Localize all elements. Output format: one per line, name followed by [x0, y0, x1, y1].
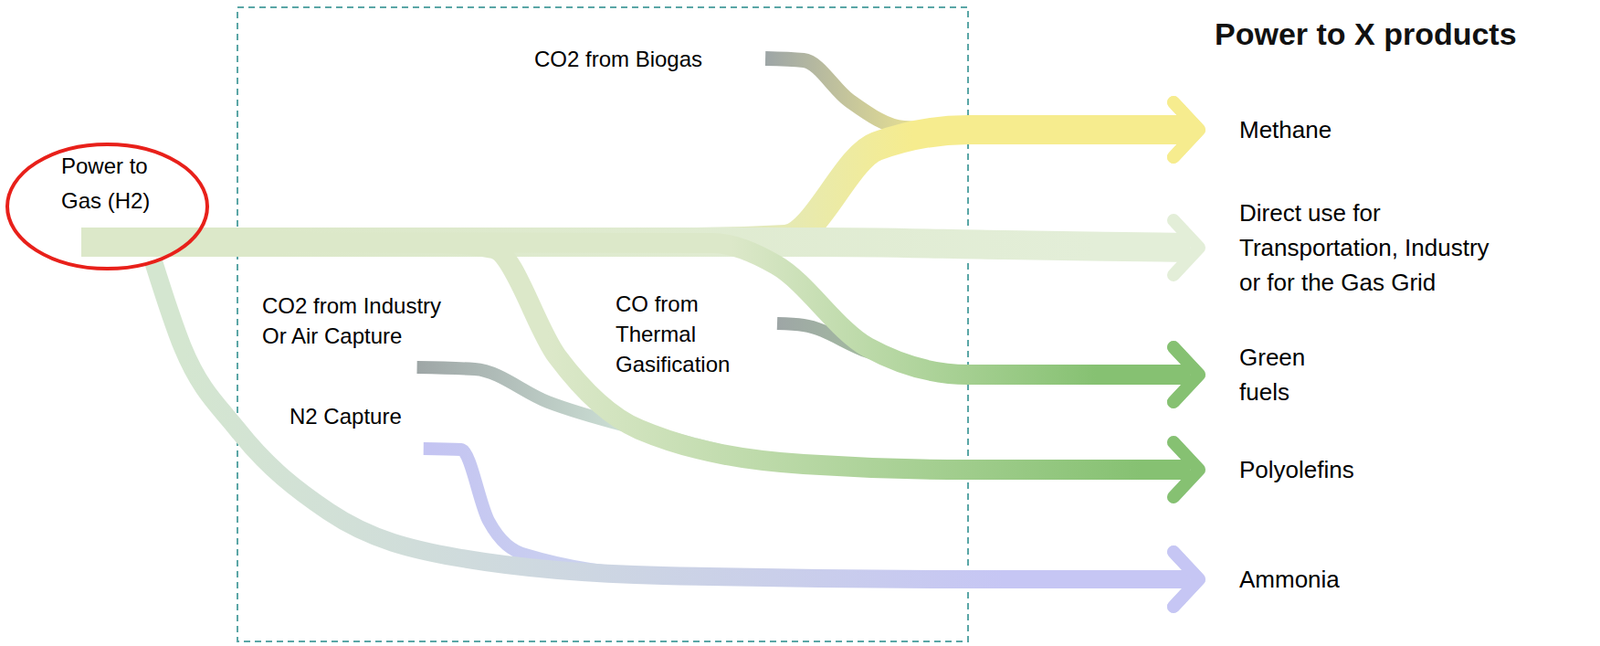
flow-band	[153, 261, 1200, 607]
circle-outline-ellipse	[7, 144, 208, 269]
product-label: Polyolefins	[1239, 452, 1355, 487]
flow-band	[189, 102, 1200, 243]
node-text: Green fuels	[1239, 339, 1331, 410]
flow-band	[189, 242, 1200, 402]
node-text: N2 Capture	[289, 400, 402, 432]
node-text: CO from Thermal Gasification	[615, 288, 744, 379]
node-text: Polyolefins	[1239, 452, 1355, 487]
input-label: CO from Thermal Gasification	[615, 288, 744, 379]
input-label: CO2 from Industry Or Air Capture	[262, 290, 456, 351]
arrow-head	[1173, 102, 1200, 158]
product-label: Ammonia	[1239, 561, 1340, 597]
arrow-head	[1173, 347, 1200, 402]
node-text: CO2 from Biogas	[534, 43, 703, 74]
product-label: Direct use for Transportation, Industry …	[1239, 195, 1505, 300]
product-label: Methane	[1239, 112, 1332, 148]
arrow-head	[1173, 551, 1200, 607]
node-text: Power to Gas (H2)	[61, 148, 176, 219]
diagram-title: Power to X products	[1214, 16, 1517, 53]
arrow-head	[1173, 220, 1200, 275]
node-text: Ammonia	[1239, 561, 1340, 597]
node-text: CO2 from Industry Or Air Capture	[262, 290, 456, 351]
input-label: N2 Capture	[289, 400, 402, 432]
arrow-head	[1173, 442, 1200, 497]
source-circle: Power to Gas (H2)	[5, 142, 210, 271]
node-text: Methane	[1239, 112, 1332, 148]
flow-path	[189, 242, 1190, 470]
input-label: CO2 from Biogas	[534, 43, 703, 74]
node-text: Direct use for Transportation, Industry …	[1239, 195, 1505, 300]
product-label: Green fuels	[1239, 339, 1331, 410]
flow-path	[189, 129, 1190, 243]
flow-path	[153, 261, 1190, 579]
flow-band	[189, 242, 1200, 497]
